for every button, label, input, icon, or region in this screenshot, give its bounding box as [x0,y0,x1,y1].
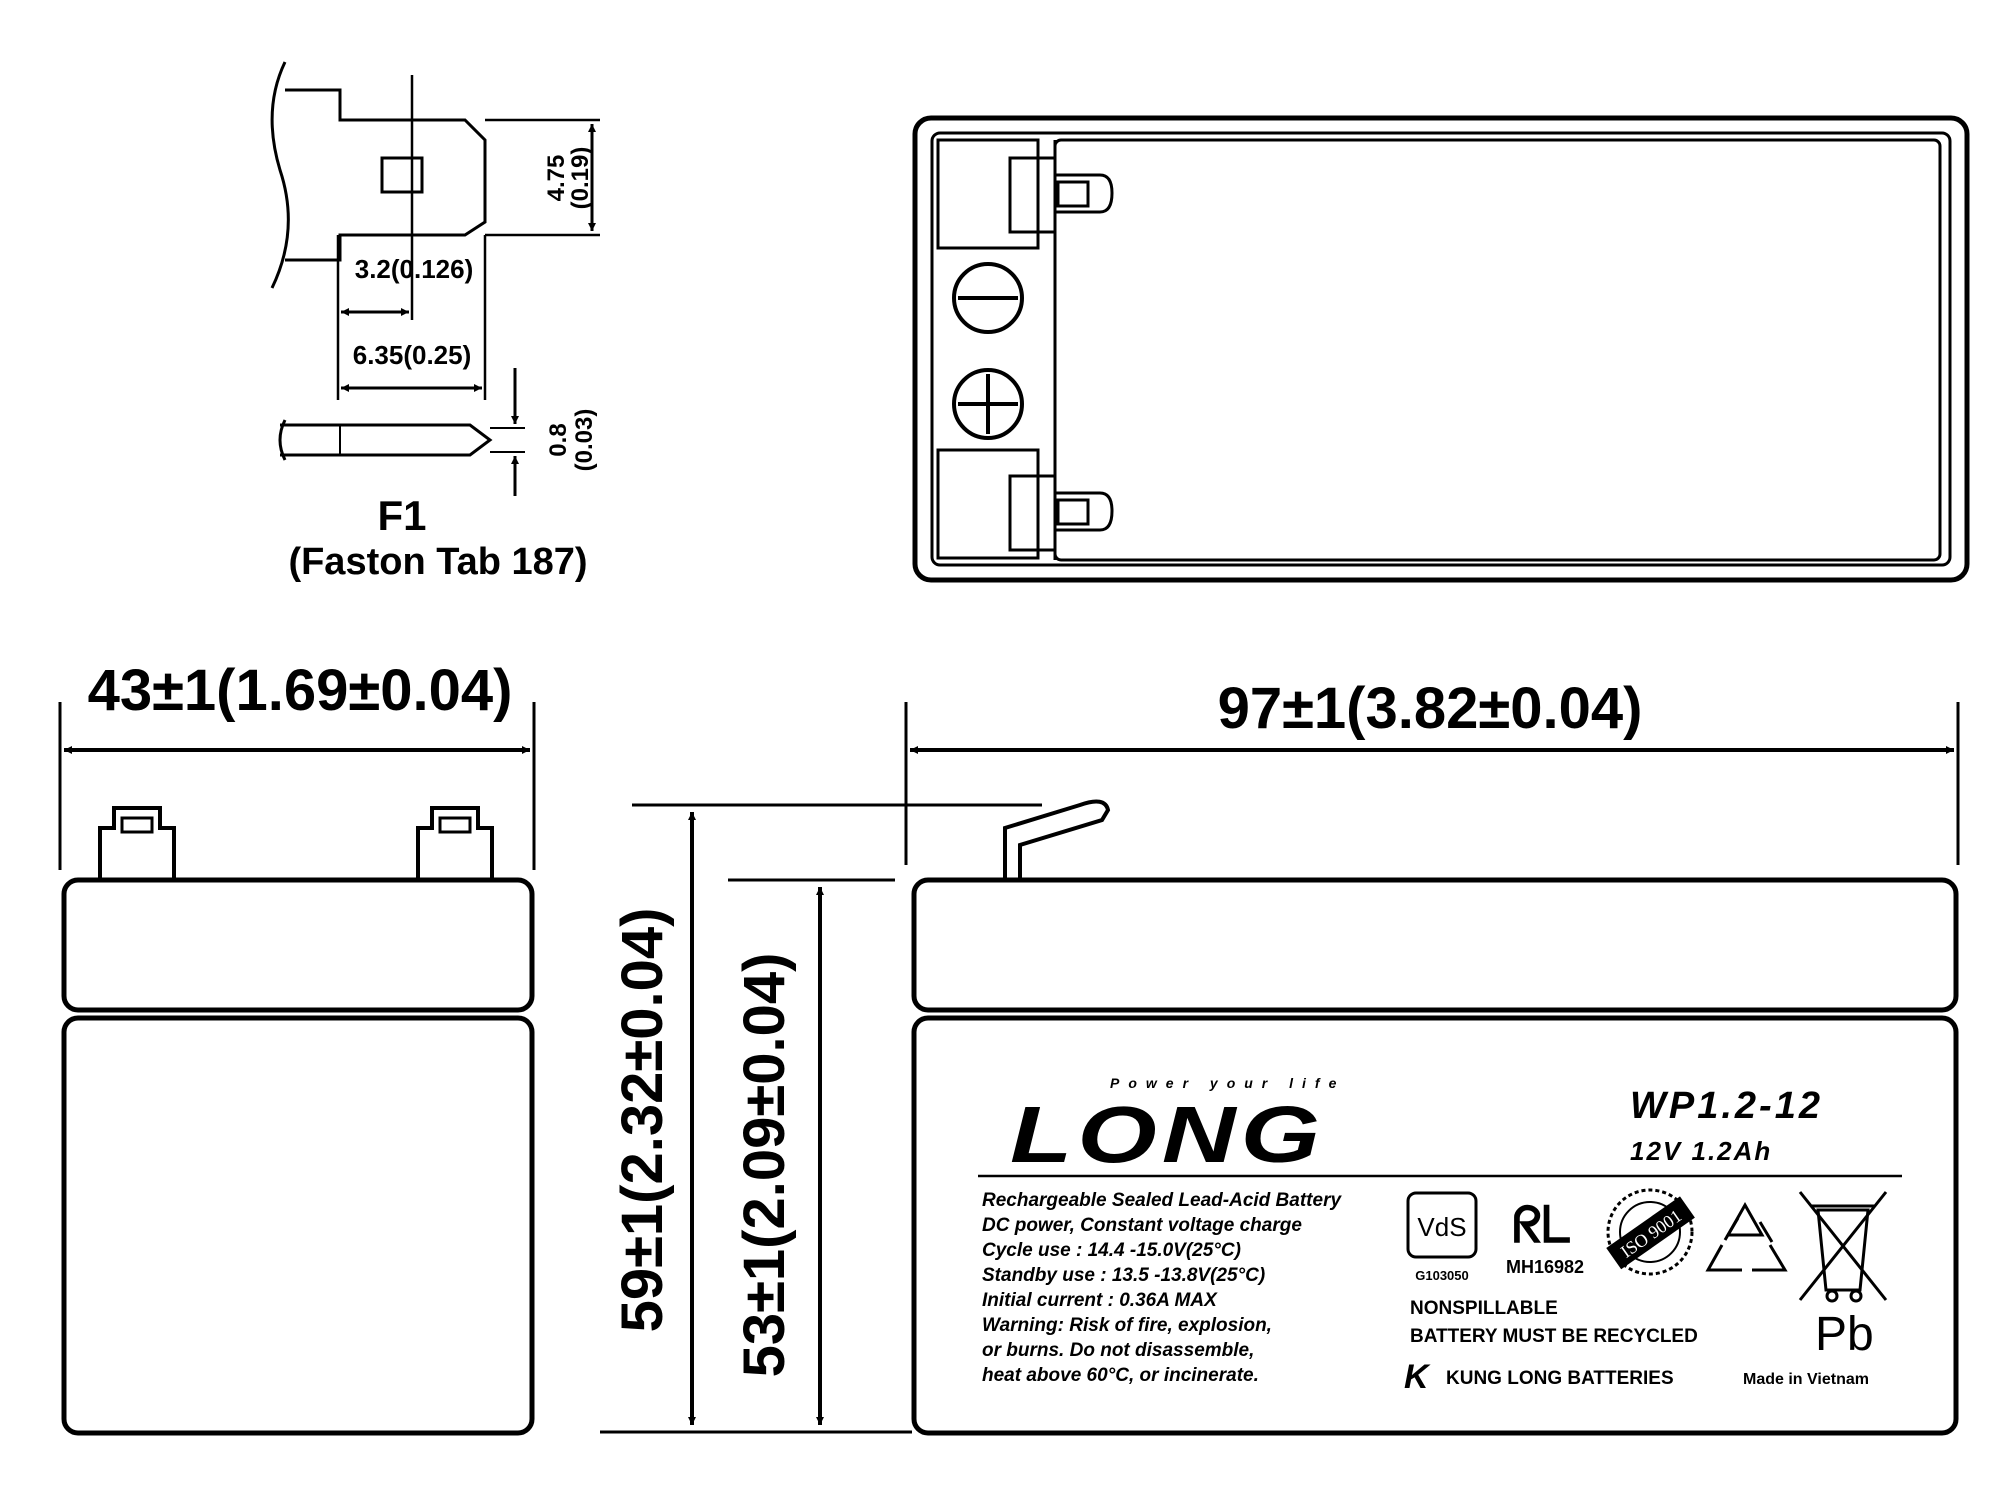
vds-mark: VdS G103050 [1406,1191,1478,1283]
rating: 12V 1.2Ah [1630,1136,1772,1166]
svg-text:VdS: VdS [1417,1212,1466,1242]
dim-tab-width: 6.35(0.25) [353,340,472,370]
battery-label: Power your life LONG WP1.2-12 12V 1.2Ah … [982,1075,1888,1396]
spec-line: Standby use : 13.5 -13.8V(25°C) [982,1265,1265,1286]
ul-code: MH16982 [1506,1257,1584,1277]
spec-lines: Rechargeable Sealed Lead-Acid Battery DC… [982,1190,1342,1386]
spec-line: heat above 60°C, or incinerate. [982,1365,1259,1386]
spec-line: or burns. Do not disassemble, [982,1340,1254,1361]
dim-thickness-inch: (0.03) [571,409,598,472]
dim-width: 43±1(1.69±0.04) [88,658,513,723]
front-view [904,702,1960,1436]
nonspillable: NONSPILLABLE [1410,1298,1558,1319]
vds-code: G103050 [1415,1268,1469,1283]
model-number: WP1.2-12 [1630,1085,1823,1127]
recycle-notice: BATTERY MUST BE RECYCLED [1410,1326,1698,1347]
brand-name: LONG [1010,1090,1325,1179]
dim-tab-height: 4.75 [543,155,570,202]
maker-name: KUNG LONG BATTERIES [1446,1368,1674,1389]
spec-line: DC power, Constant voltage charge [982,1215,1302,1236]
maker-logo: K [1404,1358,1431,1396]
dim-box-height: 53±1(2.09±0.04) [732,953,797,1378]
spec-line: Initial current : 0.36A MAX [982,1290,1218,1311]
terminal-dimensions: 4.75 (0.19) 3.2(0.126) 6.35(0.25) 0.8 (0… [288,147,598,583]
positive-terminal-symbol [952,368,1024,440]
negative-terminal-symbol [952,262,1024,334]
dim-thickness: 0.8 [545,423,572,456]
spec-line: Rechargeable Sealed Lead-Acid Battery [982,1190,1342,1211]
recycle-icon [1705,1201,1788,1272]
spec-line: Cycle use : 14.4 -15.0V(25°C) [982,1240,1241,1261]
top-view [912,115,1970,583]
dim-tab-height-inch: (0.19) [567,147,594,210]
pb-mark: Pb [1815,1308,1874,1361]
terminal-name: F1 [377,492,426,539]
dim-length: 97±1(3.82±0.04) [1218,676,1643,741]
crossed-bin-icon [1798,1191,1888,1303]
iso-seal: ISO 9001 [1606,1188,1695,1276]
ul-mark: ᖇᒪ MH16982 [1506,1197,1584,1277]
brand-logo: Power your life LONG [1010,1075,1345,1179]
side-view [58,702,536,1436]
svg-text:ᖇᒪ: ᖇᒪ [1512,1197,1571,1253]
spec-line: Warning: Risk of fire, explosion, [982,1315,1272,1336]
brand-tagline: Power your life [1110,1075,1345,1091]
dim-hole-offset: 3.2(0.126) [355,254,474,284]
terminal-detail [270,61,600,496]
dim-total-height: 59±1(2.32±0.04) [610,908,675,1333]
height-dimensions [600,803,1042,1434]
terminal-type: (Faston Tab 187) [288,541,587,583]
origin: Made in Vietnam [1743,1371,1869,1388]
